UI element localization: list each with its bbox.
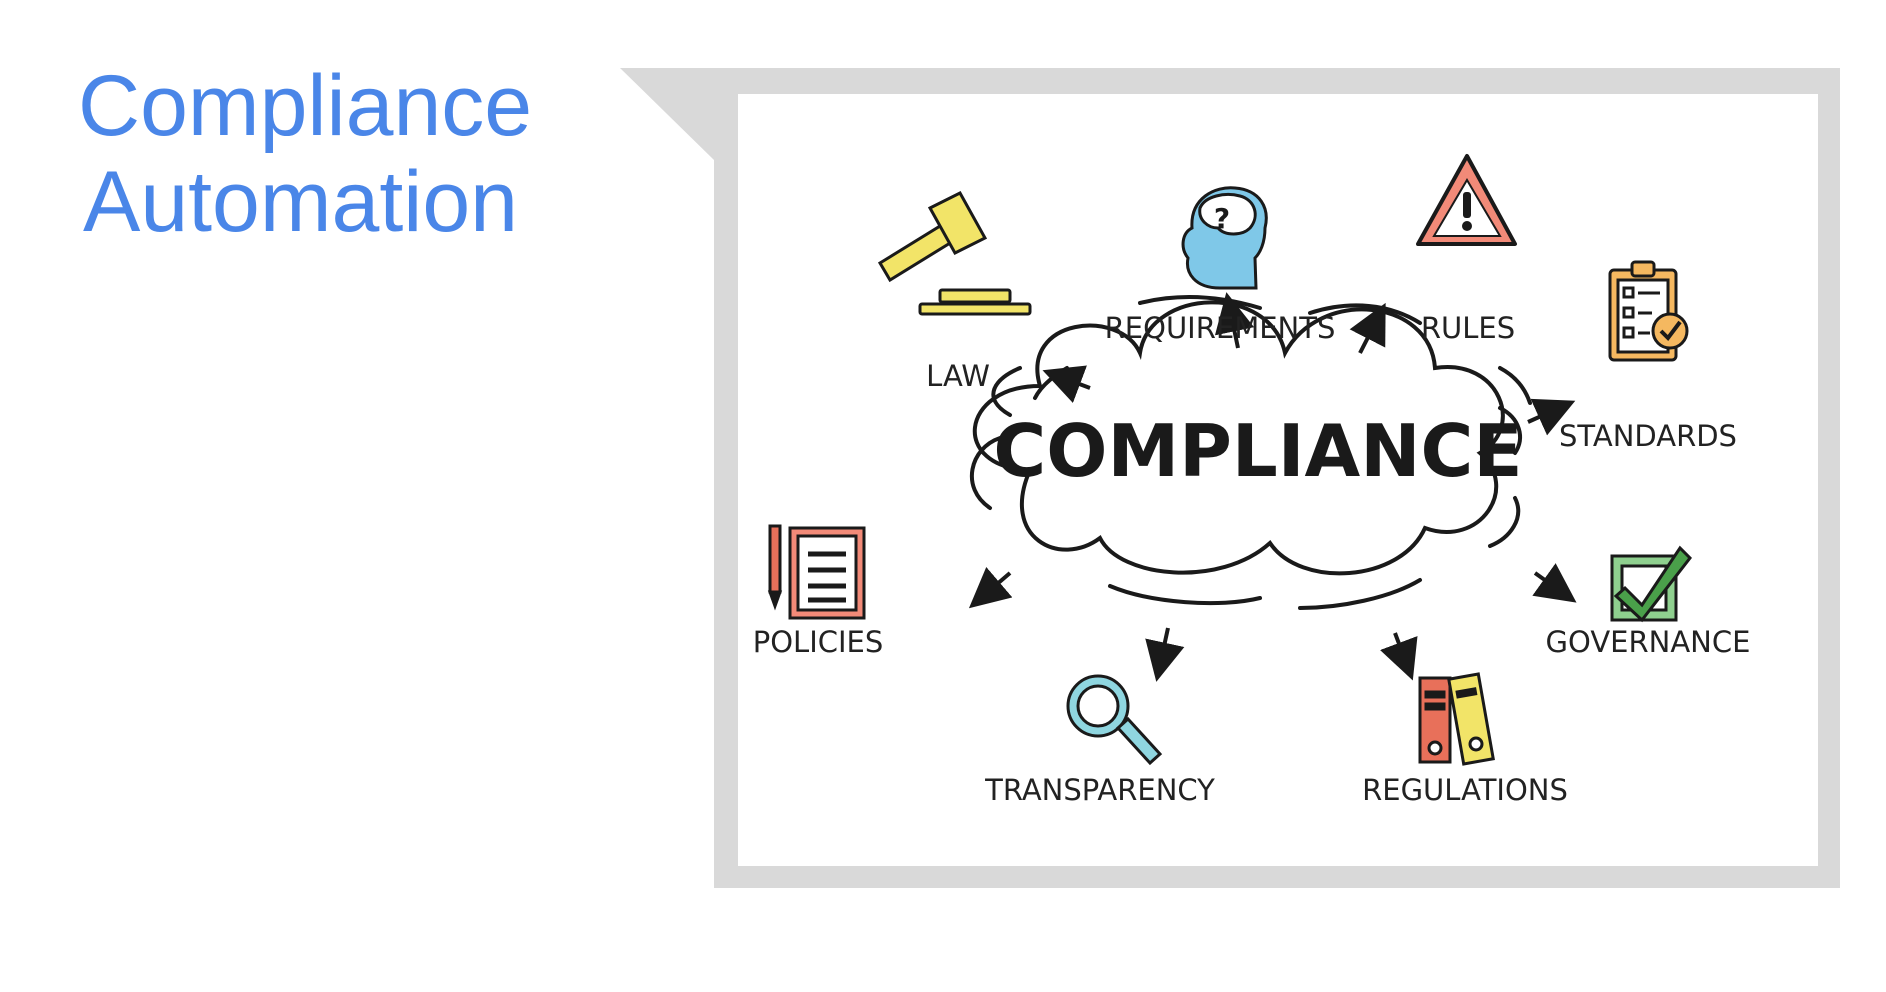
- arrow-governance: [1532, 563, 1577, 603]
- label-standards: STANDARDS: [1559, 419, 1737, 453]
- svg-text:?: ?: [1214, 202, 1230, 235]
- warning-triangle-icon: [1416, 154, 1517, 246]
- arrow-law: [1042, 365, 1091, 403]
- connector-arrows: [968, 292, 1577, 682]
- document-pencil-icon: [767, 524, 866, 620]
- slide-title: Compliance Automation: [78, 58, 533, 250]
- arrow-policies: [968, 566, 1013, 609]
- slide-title-line2: Automation: [82, 154, 518, 250]
- label-transparency: TRANSPARENCY: [984, 773, 1215, 807]
- label-requirements: REQUIREMENTS: [1105, 311, 1336, 345]
- arrow-requirements: [1214, 292, 1255, 349]
- slide-title-line1: Compliance: [78, 58, 533, 154]
- checkbox-tick-icon: [1610, 545, 1692, 623]
- clipboard-checklist-icon: [1608, 260, 1689, 362]
- magnifier-icon: [1066, 674, 1163, 766]
- center-label: COMPLIANCE: [993, 409, 1522, 493]
- frame-inner: [738, 94, 1818, 866]
- label-governance: GOVERNANCE: [1546, 625, 1751, 659]
- arrow-rules: [1349, 302, 1386, 354]
- label-rules: RULES: [1421, 311, 1515, 345]
- binders-icon: [1418, 672, 1495, 766]
- compliance-diagram-figure: COMPLIANCE ? REQUIREMENTS RULES: [620, 68, 1840, 888]
- arrow-regulations: [1380, 632, 1418, 681]
- compliance-diagram-svg: COMPLIANCE ? REQUIREMENTS RULES: [620, 68, 1840, 888]
- head-question-icon: ?: [1181, 186, 1268, 290]
- label-law: LAW: [926, 359, 990, 393]
- arrow-transparency: [1145, 627, 1185, 682]
- gavel-icon: [877, 191, 1032, 316]
- label-policies: POLICIES: [753, 625, 884, 659]
- arrow-standards: [1527, 398, 1576, 436]
- label-regulations: REGULATIONS: [1362, 773, 1568, 807]
